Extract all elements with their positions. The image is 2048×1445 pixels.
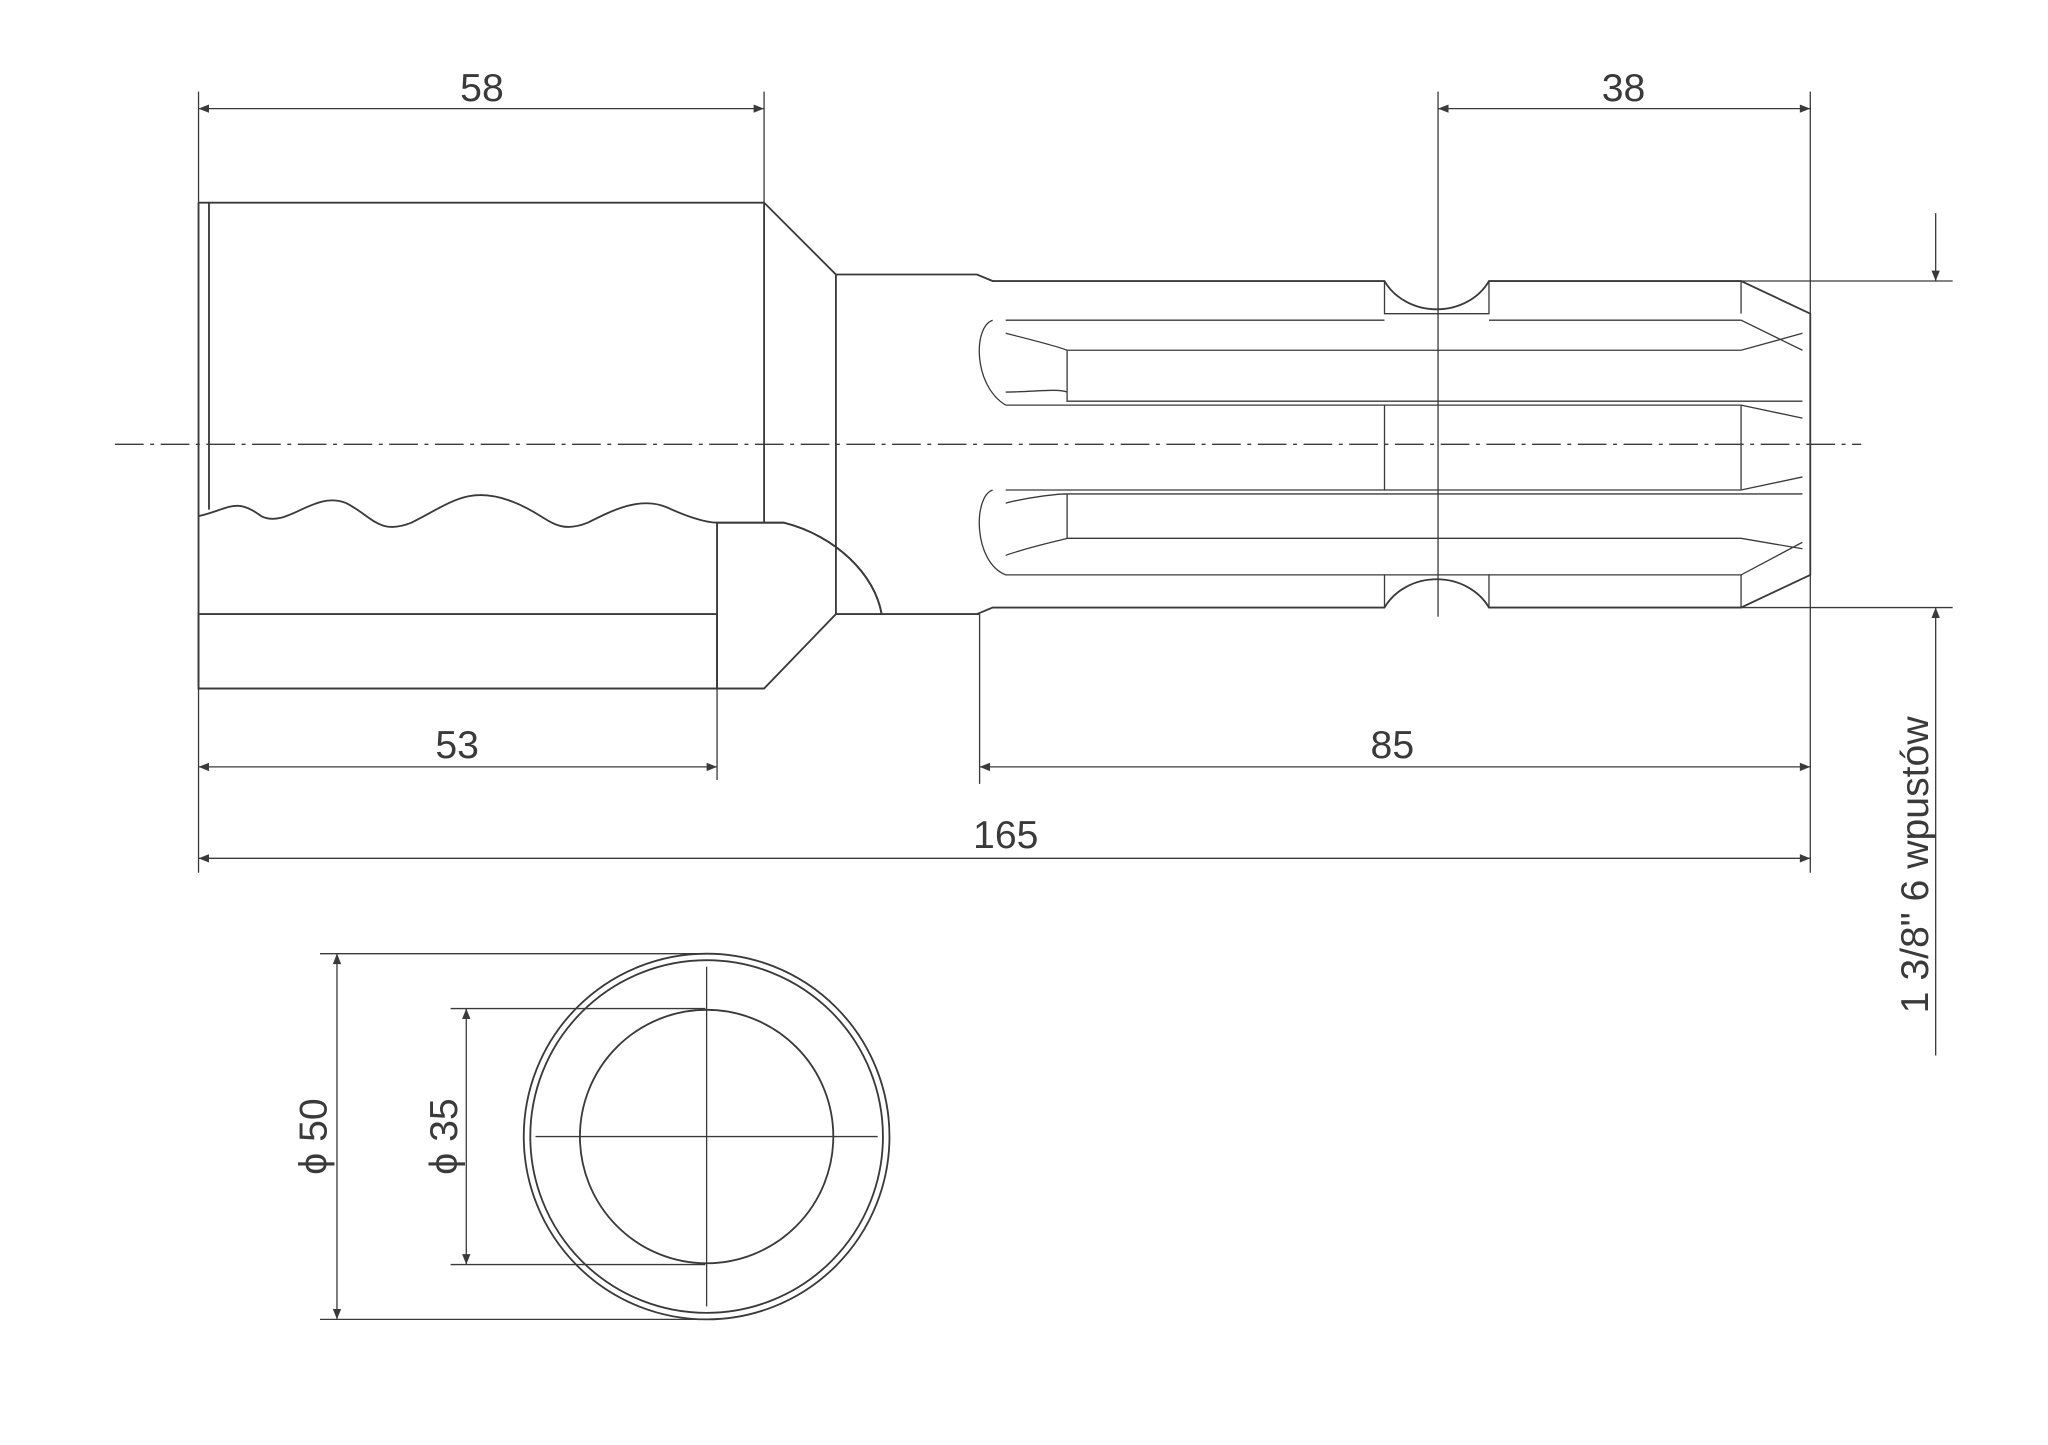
dim-spline-spec: 1 3/8" 6 wpustów: [1894, 716, 1937, 1014]
dim-85: 85: [1371, 724, 1415, 767]
dim-inner-diameter: ϕ 35: [423, 1098, 466, 1174]
extension-lines: [197, 91, 1953, 1321]
dim-38: 38: [1602, 67, 1646, 110]
dim-53: 53: [435, 724, 479, 767]
dimension-lines: [198, 104, 1940, 1320]
dim-165: 165: [973, 814, 1038, 857]
dim-58: 58: [460, 67, 504, 110]
end-view: [522, 952, 891, 1321]
tube-section: [197, 201, 980, 690]
dim-outer-diameter: ϕ 50: [293, 1098, 336, 1174]
